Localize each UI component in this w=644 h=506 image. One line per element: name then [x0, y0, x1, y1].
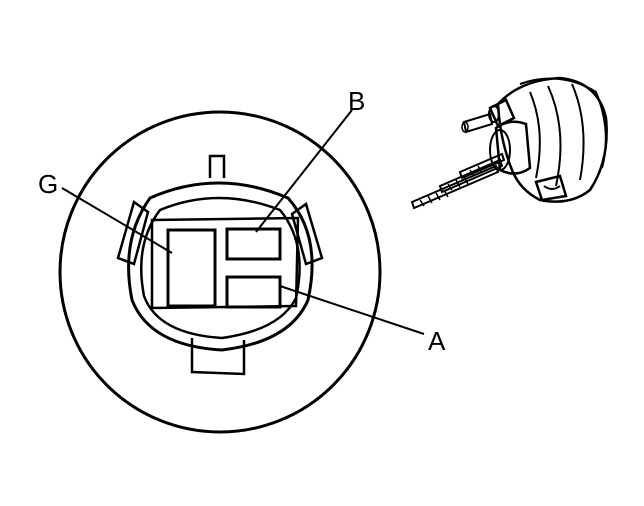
leader-line-a [279, 285, 425, 335]
label-b: B [348, 86, 365, 116]
bottom-key-tab [190, 338, 246, 376]
socket-rib-2 [571, 83, 585, 181]
terminal-g [166, 228, 217, 308]
label-g: G [38, 169, 58, 199]
socket-body [496, 76, 608, 203]
neck-end [489, 129, 511, 171]
leader-line-g [61, 187, 173, 254]
lower-lug [534, 174, 568, 202]
socket-rib-1 [547, 85, 562, 187]
leader-line-b [255, 109, 353, 233]
upper-lug [488, 98, 516, 128]
terminal-a [225, 275, 282, 309]
wire-pin-3 [458, 152, 506, 180]
label-a: A [428, 326, 446, 356]
terminal-b [225, 227, 282, 261]
connector-shell-outer [127, 181, 314, 352]
bulb-socket-illustration [410, 76, 608, 210]
connector-face [58, 110, 382, 434]
top-key-tab [208, 154, 226, 178]
socket-rib-3 [529, 91, 541, 179]
wire-pin-1 [410, 164, 500, 210]
outer-ring [58, 110, 382, 434]
socket-flange [519, 77, 607, 169]
lower-lug-detail [543, 185, 561, 190]
upper-pin [462, 112, 494, 134]
terminal-housing [150, 216, 300, 310]
upper-pin-tip [461, 121, 469, 133]
connector-shell-inner [139, 196, 301, 340]
